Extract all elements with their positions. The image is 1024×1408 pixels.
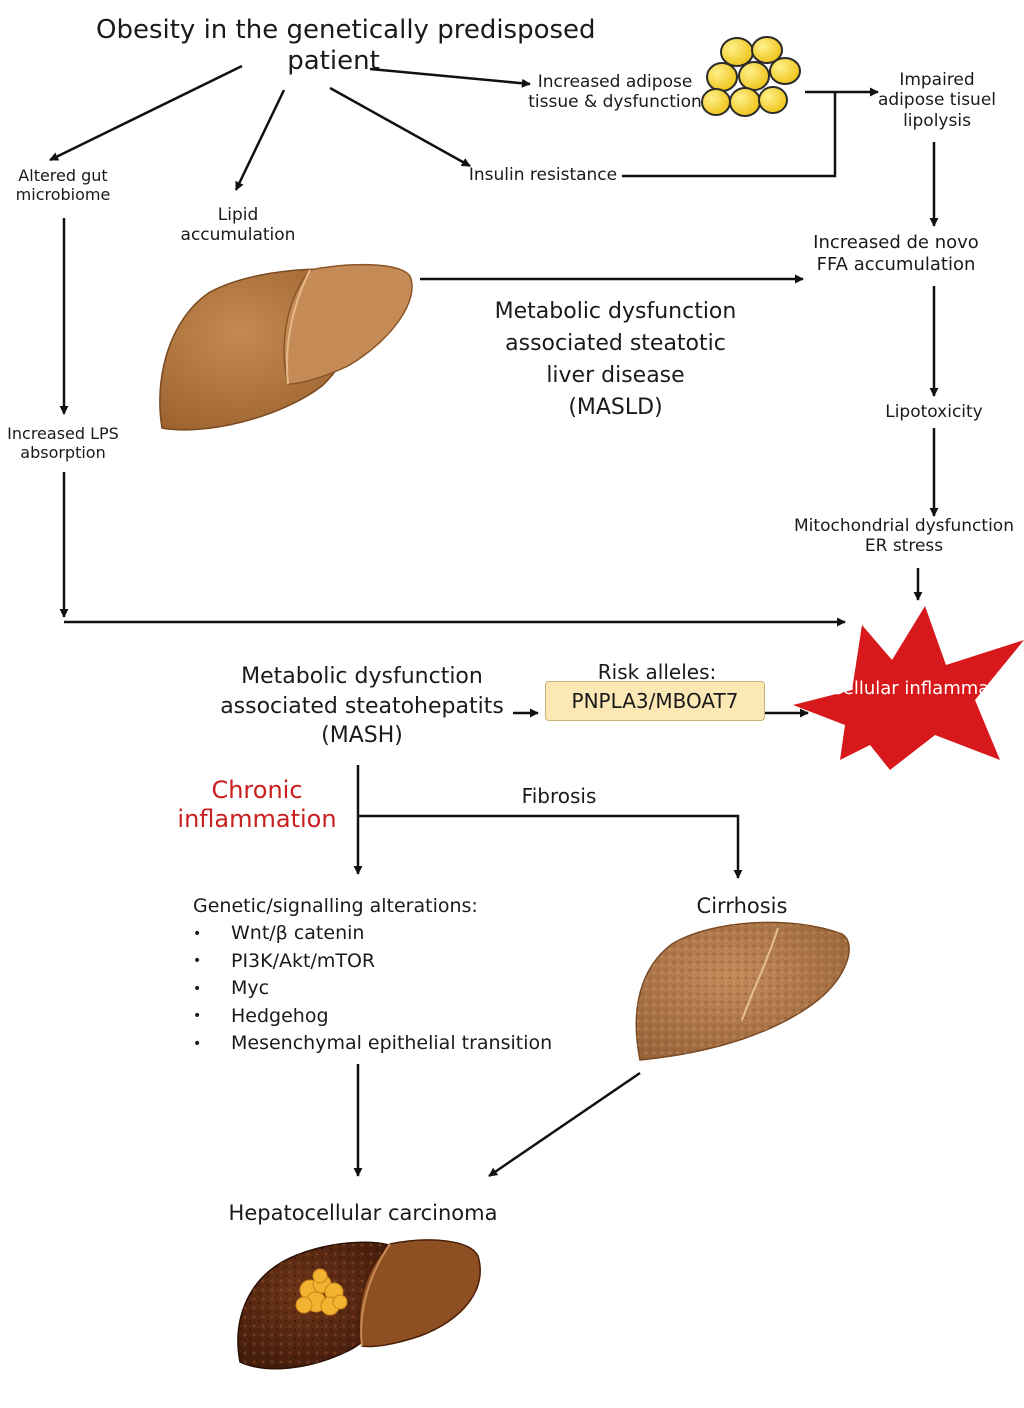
node-lipotoxicity: Lipotoxicity [885,402,983,422]
node-masld: Metabolic dysfunction associated steatot… [494,299,737,420]
genetic-alteration-item: • Hedgehog [193,1005,552,1033]
bullet-icon: • [193,980,202,997]
hcc-liver-illustration [237,1239,481,1370]
genetic-alteration-label: Mesenchymal epithelial transition [231,1032,553,1054]
bullet-icon: • [193,953,202,969]
risk-alleles-box: PNPLA3/MBOAT7 [545,681,765,721]
arrow-obesity-to-lipid [234,89,286,191]
node-altered-gut: Altered gut microbiome [15,166,111,205]
arrow-obesity-to-adipose [369,67,531,88]
node-lps-absorption: Increased LPS absorption [7,424,119,463]
arrow-cirrhosis-to-hcc [488,1071,641,1178]
risk-alleles-label: Risk alleles: [597,660,717,684]
liver-illustration [159,263,413,431]
genetic-alteration-item: • Mesenchymal epithelial transition [193,1032,552,1060]
genetic-alteration-item: • Wnt/β catenin [193,922,552,950]
risk-alleles-genes: PNPLA3/MBOAT7 [571,689,739,713]
arrow-fibrosis-to-cirrhosis [358,814,743,879]
node-ffa-accumulation: Increased de novo FFA accumulation [813,232,979,275]
genetic-alterations-title: Genetic/signalling alterations: [193,895,478,917]
genetic-alteration-label: Myc [231,977,270,999]
connector-insulin-to-lipolysis [622,92,837,178]
bullet-icon: • [193,1035,202,1052]
arrow-obesity-to-gut [49,64,243,162]
node-adipose-tissue: Increased adipose tissue & dysfunction [528,72,702,113]
cirrhotic-liver-illustration [635,921,850,1061]
genetic-alteration-item: • Myc [193,977,552,1005]
bullet-icon: • [193,1008,202,1024]
bullet-icon: • [193,925,202,942]
node-hcc: Hepatocellular carcinoma [228,1201,498,1225]
connector-arrows [49,64,939,1178]
node-cirrhosis: Cirrhosis [696,894,788,918]
node-impaired-lipolysis: Impaired adipose tisuel lipolysis [877,70,997,131]
node-mash: Metabolic dysfunction associated steatoh… [220,664,504,749]
tumor-nodule [295,1268,348,1316]
fat-cells-icon [701,36,801,117]
chronic-inflammation-label: Chronic inflammation [177,776,337,833]
node-lipid-accumulation: Lipid accumulation [180,205,296,246]
genetic-alteration-label: Wnt/β catenin [231,922,365,944]
node-mitochondrial-dysfunction: Mitochondrial dysfunction ER stress [794,516,1014,557]
node-obesity: Obesity in the genetically predisposed p… [96,15,596,77]
inflammation-star-icon [793,606,1024,770]
arrow-obesity-to-insulin [329,86,471,168]
genetic-alteration-label: Hedgehog [231,1004,329,1027]
genetic-alteration-item: • PI3K/Akt/mTOR [193,950,552,978]
genetic-alteration-label: PI3K/Akt/mTOR [231,949,376,972]
node-insulin-resistance: Insulin resistance [468,165,618,185]
fibrosis-label: Fibrosis [521,784,597,808]
cellular-inflammation-label: Cellular inflammation [830,678,1024,699]
genetic-alterations-list: • Wnt/β catenin • PI3K/Akt/mTOR • Myc • Hedgeho… [193,922,552,1060]
